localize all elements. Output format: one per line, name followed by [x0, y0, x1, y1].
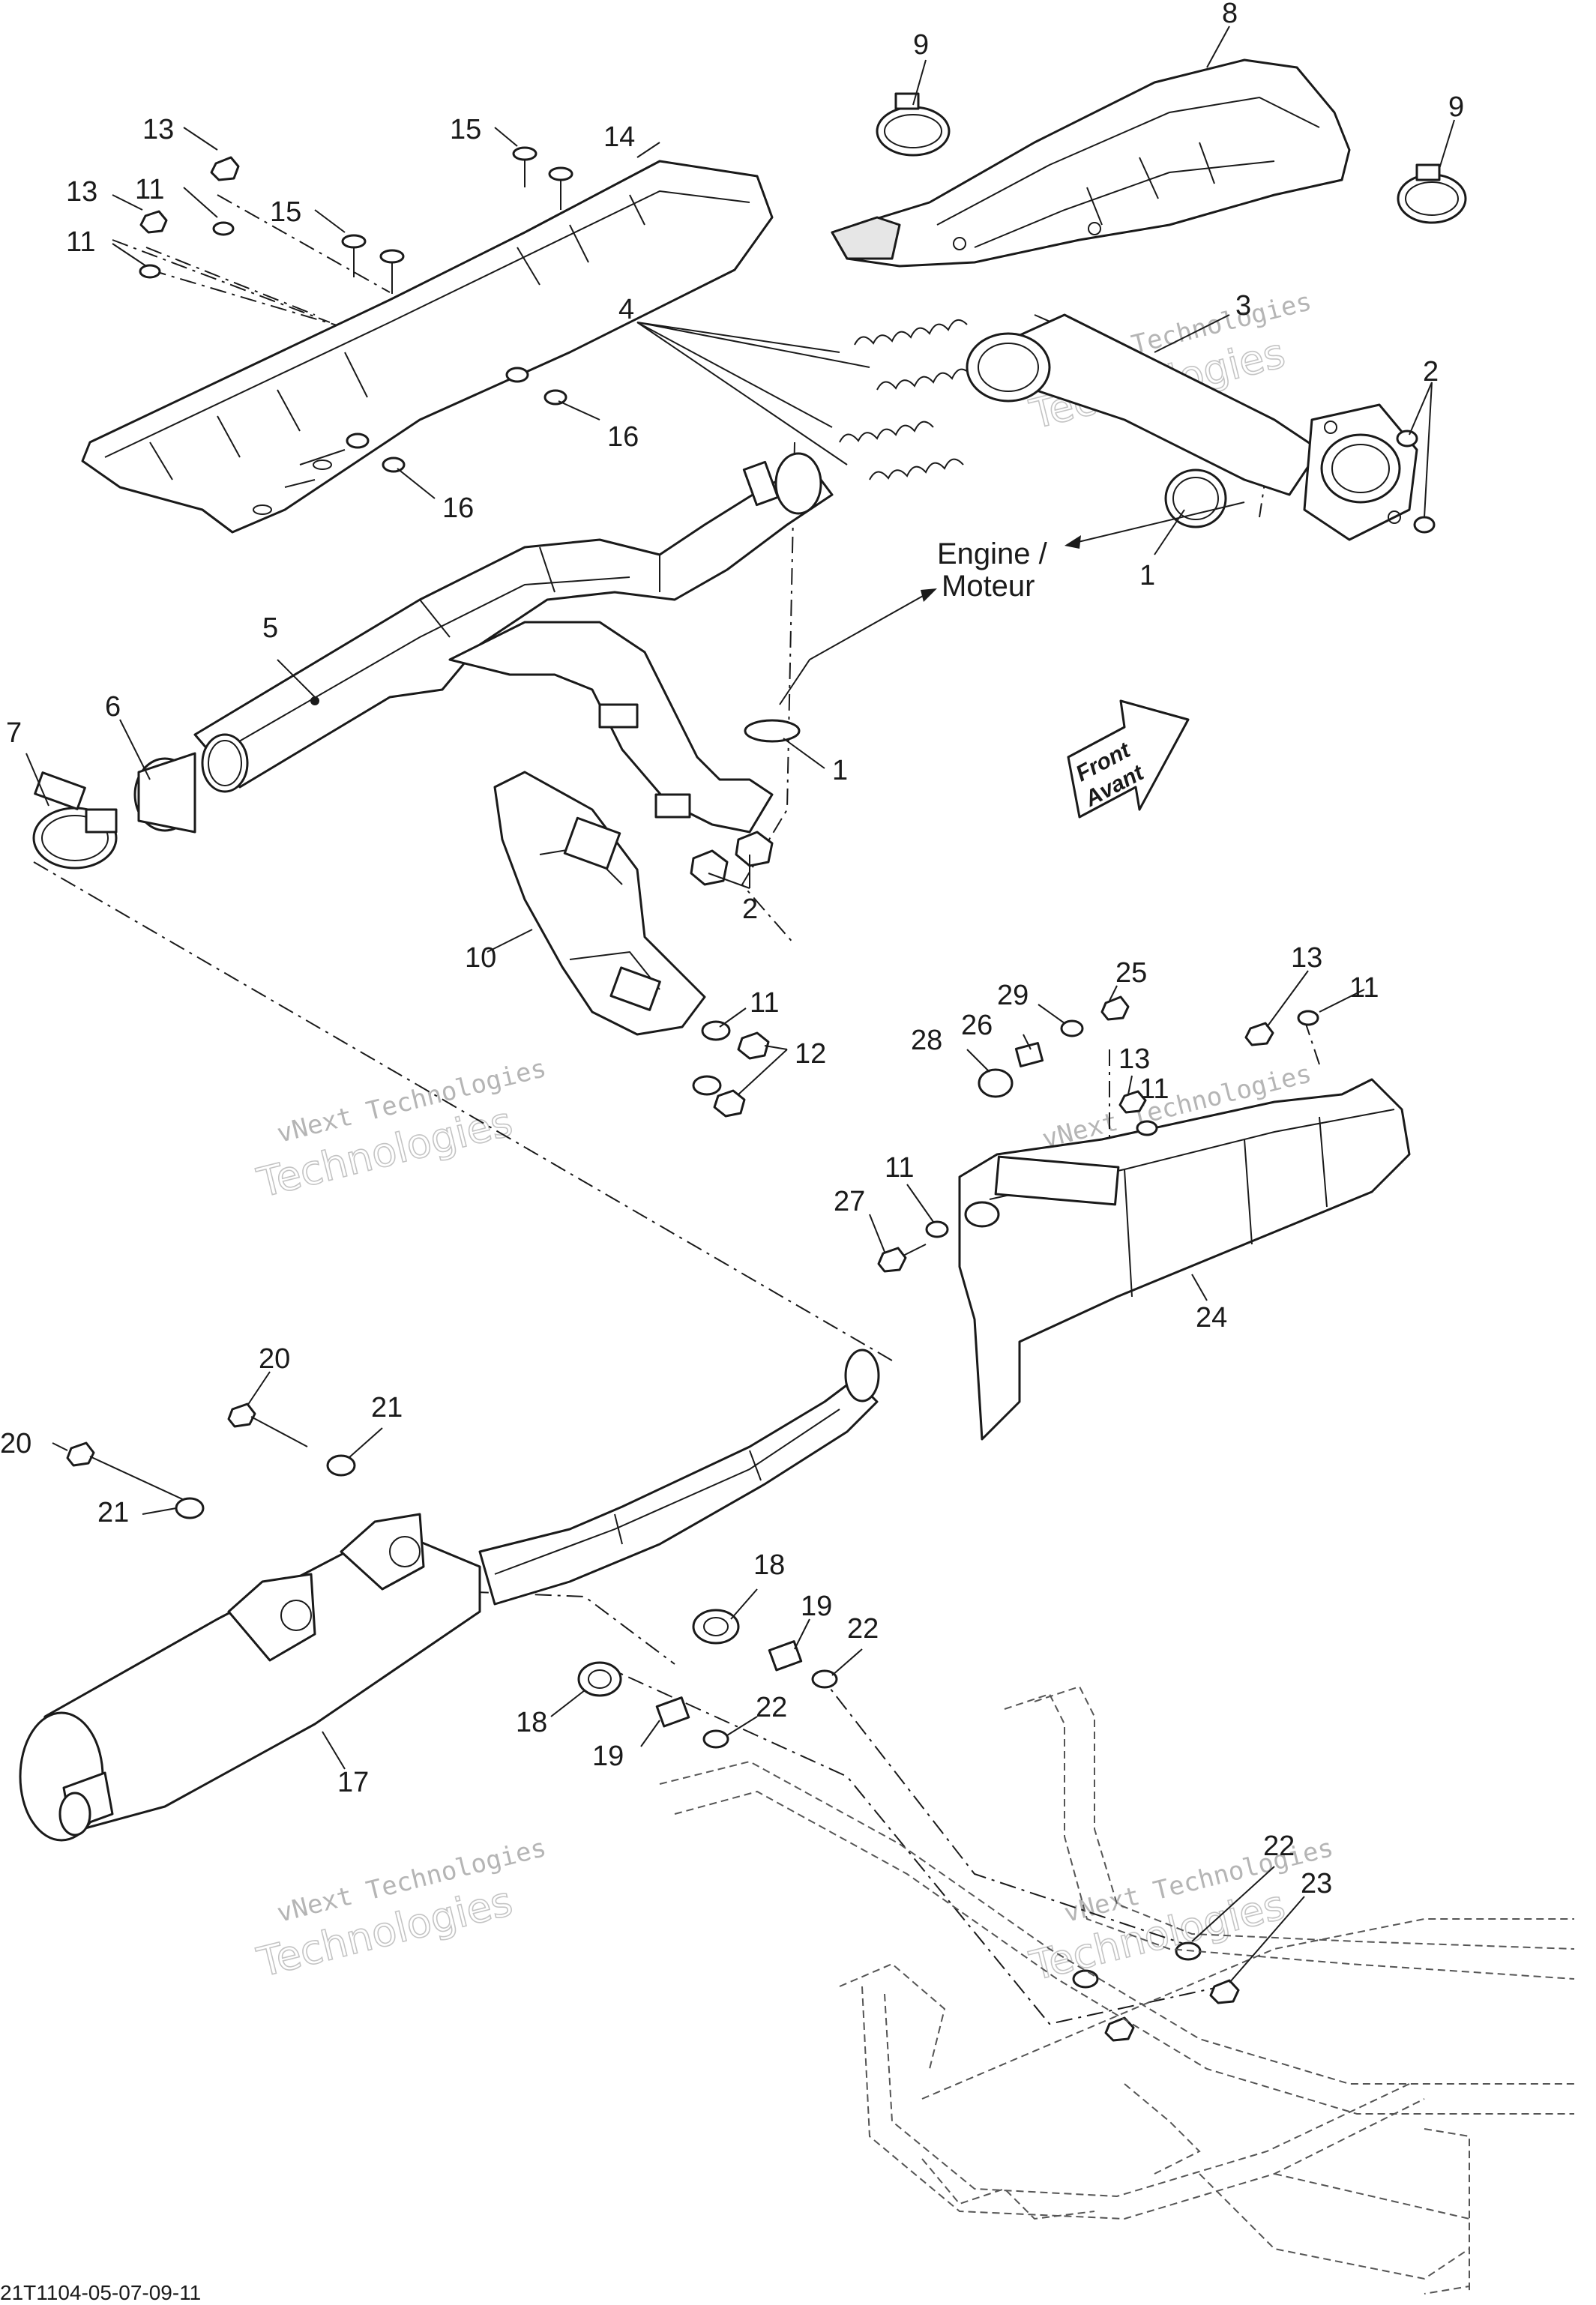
engine-label-en: Engine /: [937, 537, 1048, 570]
part-13-bolts-right: [1118, 1022, 1274, 1114]
callout-14: 14: [603, 121, 635, 153]
part-15-push-rivets: [341, 146, 573, 294]
callout-29: 29: [997, 980, 1029, 1011]
callout-19-a: 19: [801, 1591, 832, 1622]
callout-27: 27: [834, 1186, 865, 1217]
callout-22-b: 22: [756, 1692, 787, 1723]
callout-20-b: 20: [0, 1428, 31, 1459]
callout-16-b: 16: [442, 492, 474, 524]
callout-13-right-a: 13: [1291, 942, 1322, 974]
part-3-header-pipe: [966, 313, 1418, 541]
callout-7: 7: [6, 717, 22, 749]
callout-11-right-b: 11: [1139, 1073, 1169, 1105]
part-21-washers: [175, 1454, 356, 1519]
callout-19-b: 19: [592, 1741, 624, 1772]
part-23-nuts: [1104, 1979, 1240, 2042]
callout-13-top-a: 13: [142, 114, 174, 145]
part-24-side-heat-shield: [958, 1078, 1411, 1441]
part-20-bolts: [66, 1402, 308, 1507]
callout-23: 23: [1301, 1868, 1332, 1899]
callout-12: 12: [795, 1038, 826, 1070]
callout-8: 8: [1222, 0, 1238, 29]
callout-9-right: 9: [1448, 91, 1464, 123]
callout-13-top-b: 13: [66, 176, 97, 208]
part-4-springs: [839, 319, 972, 480]
callout-17: 17: [337, 1767, 369, 1798]
part-2-nuts-upper: [1396, 430, 1436, 534]
callout-15-a: 15: [450, 114, 481, 145]
callout-21-a: 21: [371, 1392, 403, 1423]
part-13-bolts-top: [139, 156, 240, 234]
callout-numbers: 9 8 9 3 2 1 1 2 4 5 6 7 10 11 12 13 11 1…: [0, 0, 1464, 1899]
part-11-12-washers-nuts: [692, 1020, 770, 1118]
part-17-muffler: [19, 1349, 880, 1842]
callout-6: 6: [105, 691, 121, 723]
part-16-washers: [346, 367, 567, 473]
part-11-washers-right: [925, 1010, 1319, 1238]
callout-20-a: 20: [259, 1343, 290, 1375]
engine-direction-indicator: Engine / Moteur: [779, 501, 1245, 705]
part-1-gasket-lower: [744, 719, 801, 743]
part-6-sleeve: [133, 752, 196, 834]
callout-25: 25: [1115, 957, 1147, 989]
callout-22-a: 22: [847, 1613, 879, 1645]
callout-11-top-a: 11: [135, 174, 164, 205]
callout-11-right-a: 11: [1349, 972, 1379, 1004]
callout-1-upper: 1: [1139, 560, 1155, 591]
callout-15-b: 15: [270, 196, 301, 228]
part-8-intake-duct: [831, 58, 1351, 268]
part-27-bolt: [877, 1244, 927, 1273]
callout-2-lower: 2: [742, 894, 758, 925]
callout-leaders: [25, 25, 1455, 1983]
callout-5: 5: [262, 612, 278, 644]
part-9-hose-clamp-right: [1397, 163, 1467, 224]
callout-3: 3: [1235, 290, 1251, 322]
callout-26: 26: [961, 1010, 993, 1041]
callout-11-right-c: 11: [885, 1152, 914, 1184]
engine-label-fr: Moteur: [942, 570, 1035, 603]
part-5-y-pipe: [193, 452, 834, 834]
front-direction-arrow: Front Avant: [1067, 699, 1190, 819]
part-18-grommets: [577, 1609, 740, 1697]
callout-13-right-b: 13: [1118, 1043, 1150, 1075]
part-2-nuts-lower: [690, 831, 774, 886]
callout-1-lower: 1: [832, 755, 848, 786]
part-9-hose-clamp-left: [876, 92, 951, 157]
callout-24: 24: [1196, 1302, 1227, 1334]
callout-11-top-b: 11: [66, 226, 95, 258]
part-10-lower-heat-shield: [493, 771, 706, 1036]
part-25-29-26-28-stack: [978, 995, 1130, 1098]
callout-11-mid: 11: [750, 987, 779, 1019]
part-19-spacers: [655, 1640, 803, 1728]
part-11-washers-top: [139, 221, 235, 279]
part-1-gasket-upper: [1164, 468, 1227, 528]
callout-21-b: 21: [97, 1497, 129, 1528]
part-14-upper-heat-shield: [81, 160, 774, 534]
callout-4: 4: [618, 294, 634, 325]
callout-28: 28: [911, 1025, 942, 1056]
callout-10: 10: [465, 942, 496, 974]
figure-code: 21T1104-05-07-09-11: [0, 2281, 201, 2304]
callout-2-upper: 2: [1423, 356, 1439, 388]
part-7-clamp: [32, 771, 118, 870]
callout-18-b: 18: [516, 1707, 547, 1738]
vehicle-frame: [659, 1685, 1575, 2295]
callout-9-left: 9: [913, 29, 929, 61]
callout-18-a: 18: [753, 1549, 785, 1581]
callout-22-c: 22: [1263, 1831, 1295, 1862]
callout-16-a: 16: [607, 421, 639, 453]
